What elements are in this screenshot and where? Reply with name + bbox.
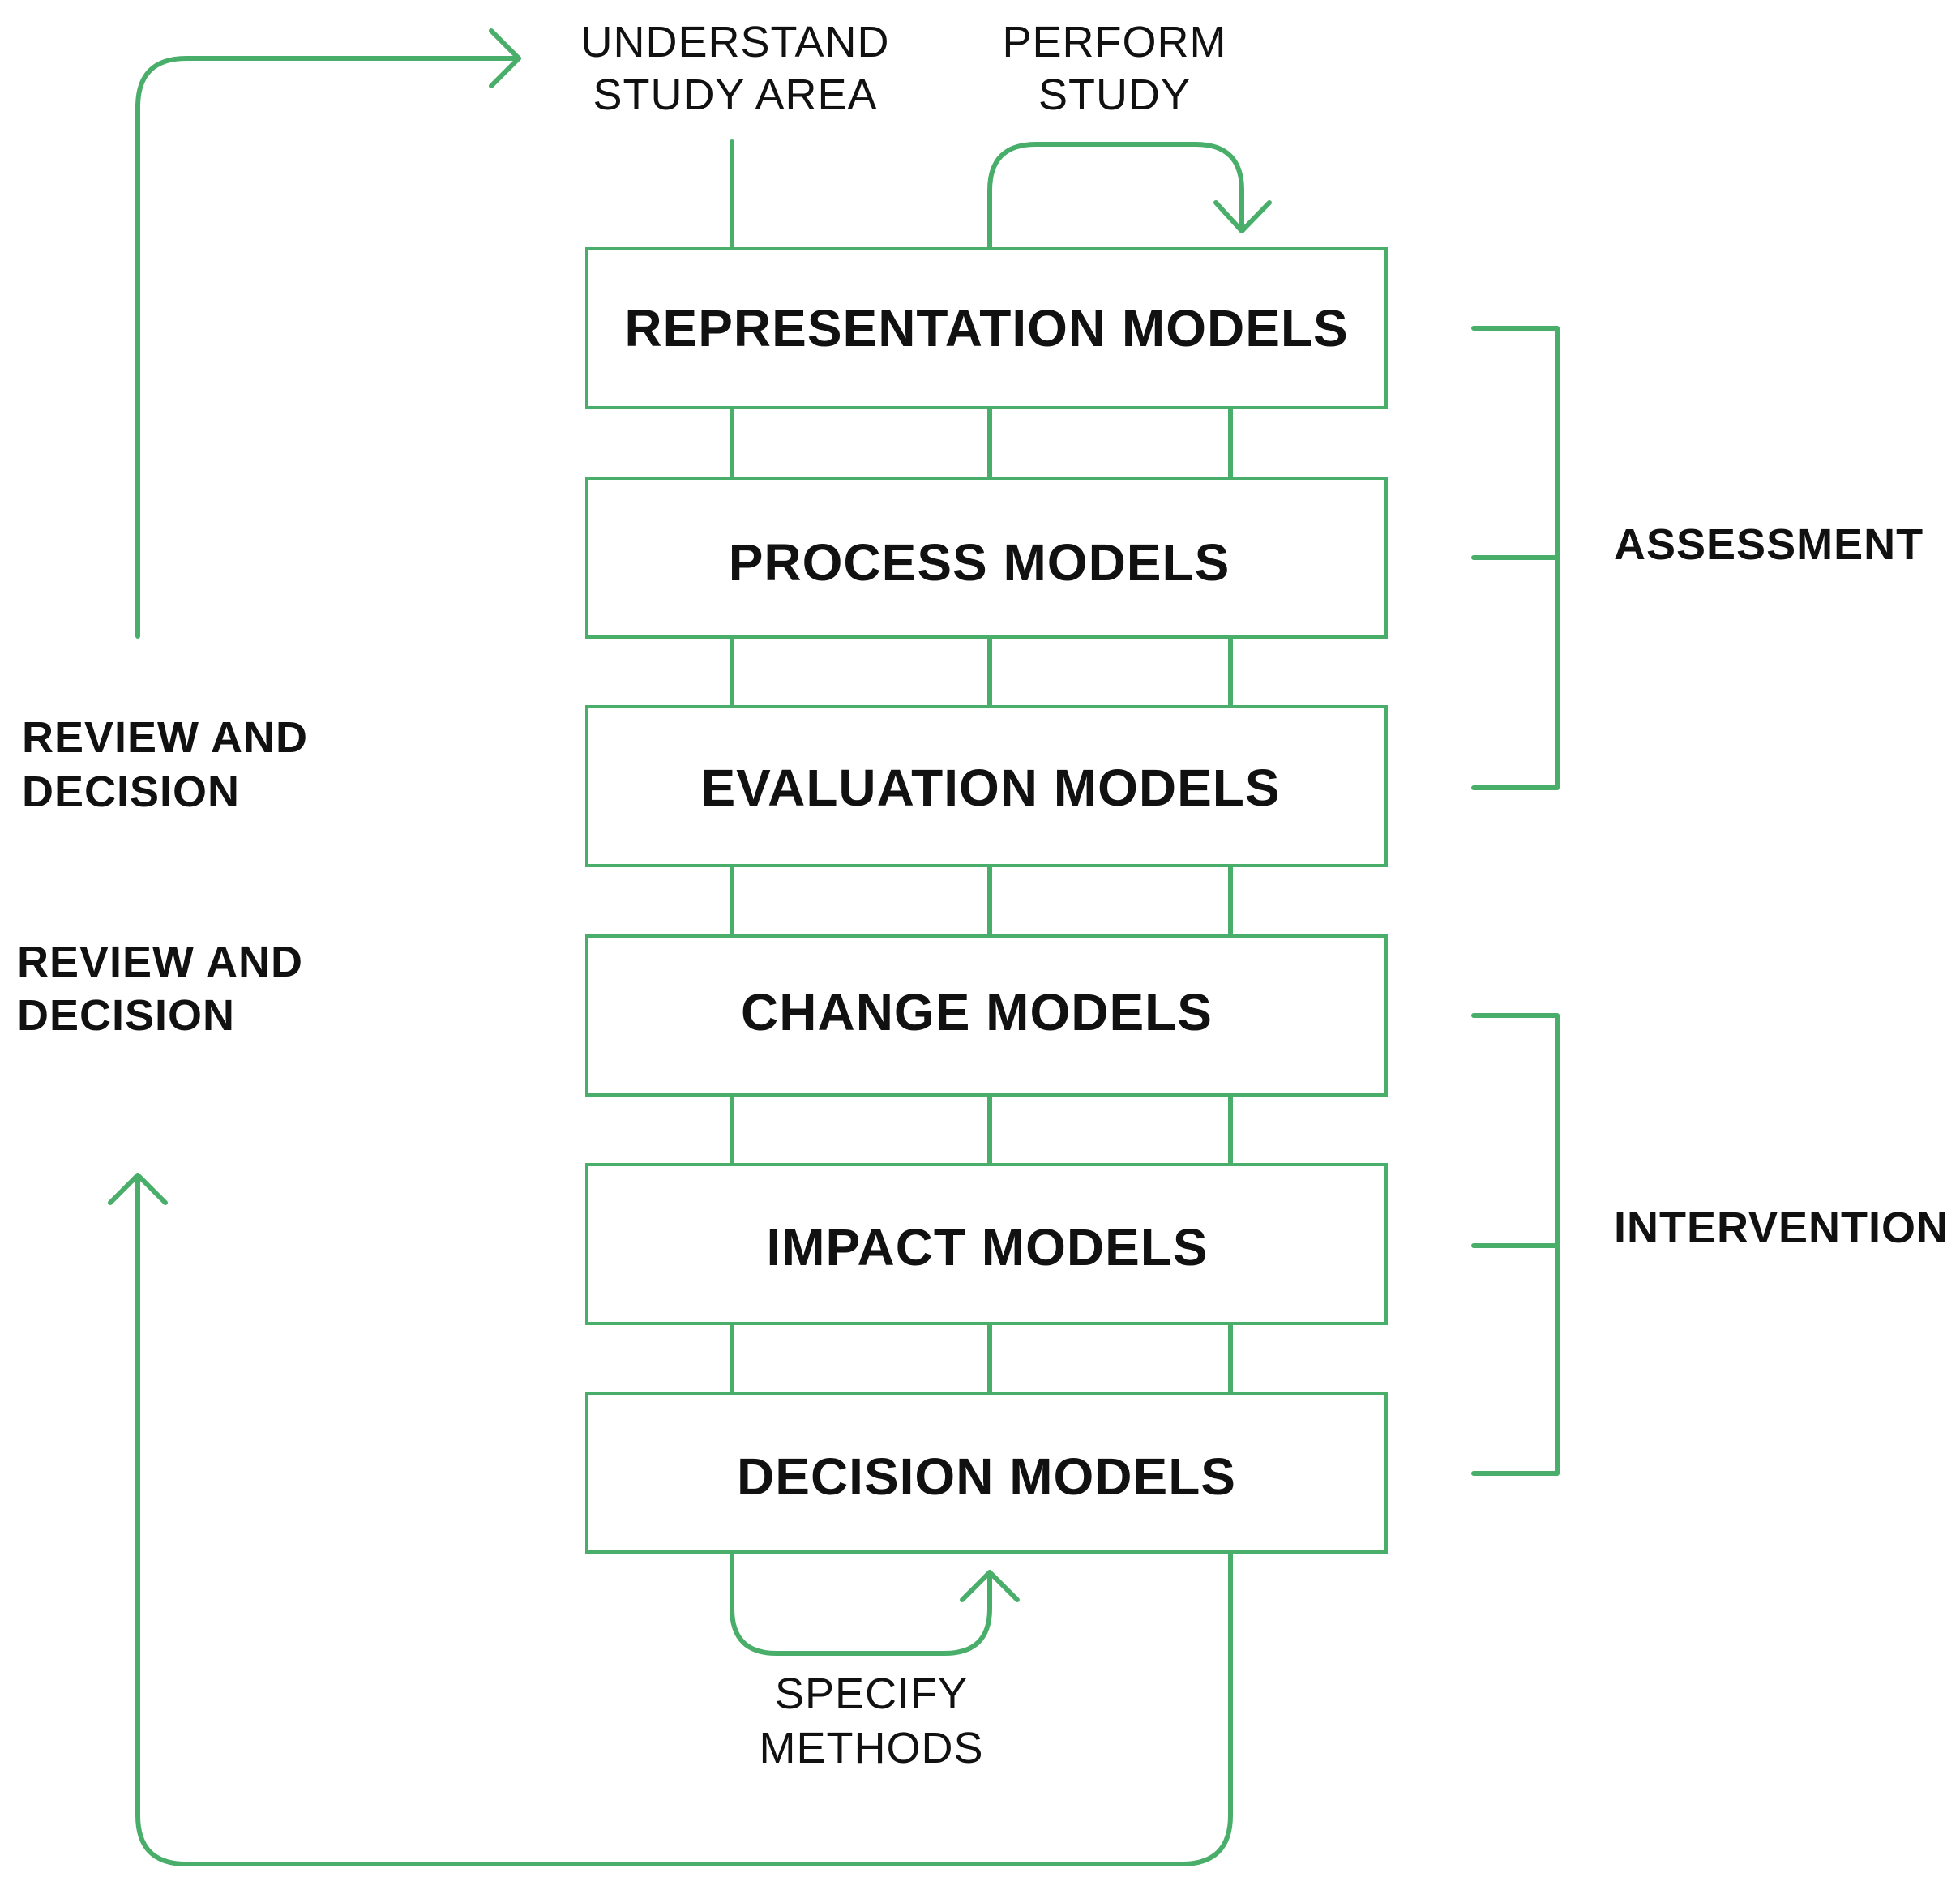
label-impact-models: IMPACT MODELS [766,1218,1208,1276]
box-change-models [585,934,1388,1097]
label-decision-models: DECISION MODELS [737,1447,1236,1506]
assessment-bracket-path [1471,326,1560,790]
assessment-label: ASSESSMENT [1614,520,1924,569]
review-loop-lower-path [135,1173,1233,1866]
box-process-models [585,477,1388,639]
review-upper-line2: DECISION [22,767,240,816]
review-lower-line1: REVIEW AND [17,938,303,986]
specify-methods-arrowhead-icon [960,1570,1020,1602]
assessment-bracket [1471,326,1560,790]
box-evaluation-models [585,705,1388,867]
specify-methods-line1: SPECIFY [775,1670,968,1718]
understand-study-area-line1: UNDERSTAND [580,18,889,66]
perform-study-line1: PERFORM [1003,18,1227,66]
label-evaluation-models: EVALUATION MODELS [700,759,1280,817]
specify-methods-loop-path [730,1546,992,1656]
intervention-label: INTERVENTION [1614,1204,1949,1252]
label-representation-models: REPRESENTATION MODELS [624,299,1348,357]
review-upper-line1: REVIEW AND [22,713,308,762]
perform-study-line2: STUDY [1038,71,1191,119]
specify-methods-line2: METHODS [760,1724,984,1772]
box-representation-models [585,247,1388,409]
intervention-bracket-path [1471,1013,1560,1476]
perform-study-arrowhead-icon [1213,200,1272,233]
review-loop-upper-path [135,56,521,639]
intervention-bracket [1471,1013,1560,1476]
review-lower-line2: DECISION [17,991,235,1040]
box-decision-models [585,1392,1388,1554]
label-process-models: PROCESS MODELS [729,533,1230,592]
model-boxes [585,247,1388,1554]
label-change-models: CHANGE MODELS [741,983,1213,1041]
box-impact-models [585,1163,1388,1325]
understand-study-area-line2: STUDY AREA [593,71,877,119]
perform-study-loop-path [987,142,1244,250]
review-loop-upper-arrowhead-icon [489,28,521,88]
review-loop-lower-arrowhead-icon [108,1173,168,1205]
